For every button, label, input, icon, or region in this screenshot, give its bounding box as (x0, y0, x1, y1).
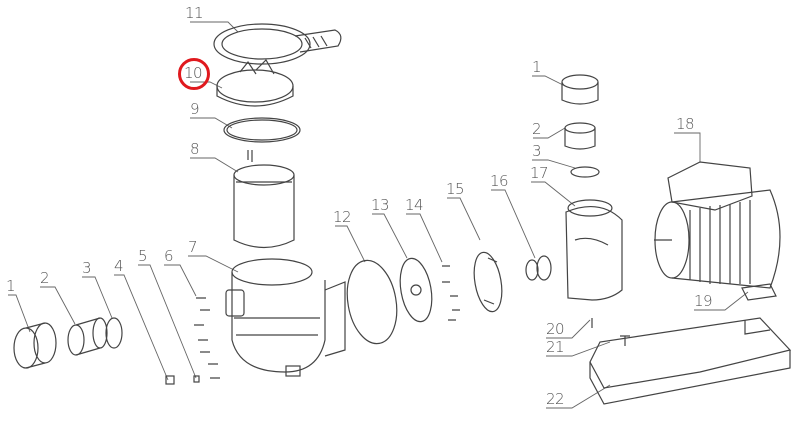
part-22-base (589, 317, 792, 405)
callout-6: 6 (164, 247, 174, 265)
callout-1-right: 1 (532, 58, 542, 76)
callout-11: 11 (185, 4, 204, 22)
part-16-mechanical-seal (525, 255, 552, 281)
callout-7: 7 (188, 238, 198, 256)
callout-15: 15 (446, 180, 465, 198)
callout-5: 5 (138, 247, 148, 265)
part-6-screws (194, 297, 220, 379)
part-8-strainer-basket (233, 150, 295, 249)
part-18-motor (654, 161, 781, 289)
part-19-motor-foot (741, 283, 777, 301)
callout-20: 20 (546, 320, 565, 338)
callout-1: 1 (6, 277, 16, 295)
part-13-seal-plate (399, 257, 433, 323)
part-3-o-ring-right (570, 166, 600, 178)
callout-21: 21 (546, 338, 565, 356)
part-4-drain-plug (165, 375, 175, 385)
part-15-impeller (473, 251, 503, 313)
part-2-union-tail (67, 317, 108, 356)
part-9-o-ring (223, 117, 301, 143)
part-17-pump-cover (565, 199, 623, 301)
part-1-union-nut-right (561, 74, 599, 105)
part-14-screws (442, 265, 460, 321)
callout-16: 16 (490, 172, 509, 190)
callout-10: 10 (184, 64, 203, 82)
part-5-plug (193, 375, 200, 383)
callout-2-right: 2 (532, 120, 542, 138)
part-11-lock-ring (213, 23, 342, 65)
part-10-lid (216, 59, 294, 107)
callout-12: 12 (333, 208, 352, 226)
part-3-o-ring (105, 317, 123, 349)
part-7-pump-housing (225, 258, 346, 377)
callout-9: 9 (190, 100, 200, 118)
highlight-circle-part-10 (178, 58, 210, 90)
callout-14: 14 (405, 196, 424, 214)
callout-3: 3 (82, 259, 92, 277)
callout-18: 18 (676, 115, 695, 133)
callout-13: 13 (371, 196, 390, 214)
leader-lines (8, 21, 749, 409)
callout-17: 17 (530, 164, 549, 182)
part-2-union-tail-right (564, 122, 596, 150)
callout-3-right: 3 (532, 142, 542, 160)
callout-8: 8 (190, 140, 200, 158)
callout-19: 19 (694, 292, 713, 310)
callout-2: 2 (40, 269, 50, 287)
part-12-seal-ring (346, 259, 398, 345)
part-1-union-nut (13, 322, 57, 369)
callout-4: 4 (114, 257, 124, 275)
callout-22: 22 (546, 390, 565, 408)
